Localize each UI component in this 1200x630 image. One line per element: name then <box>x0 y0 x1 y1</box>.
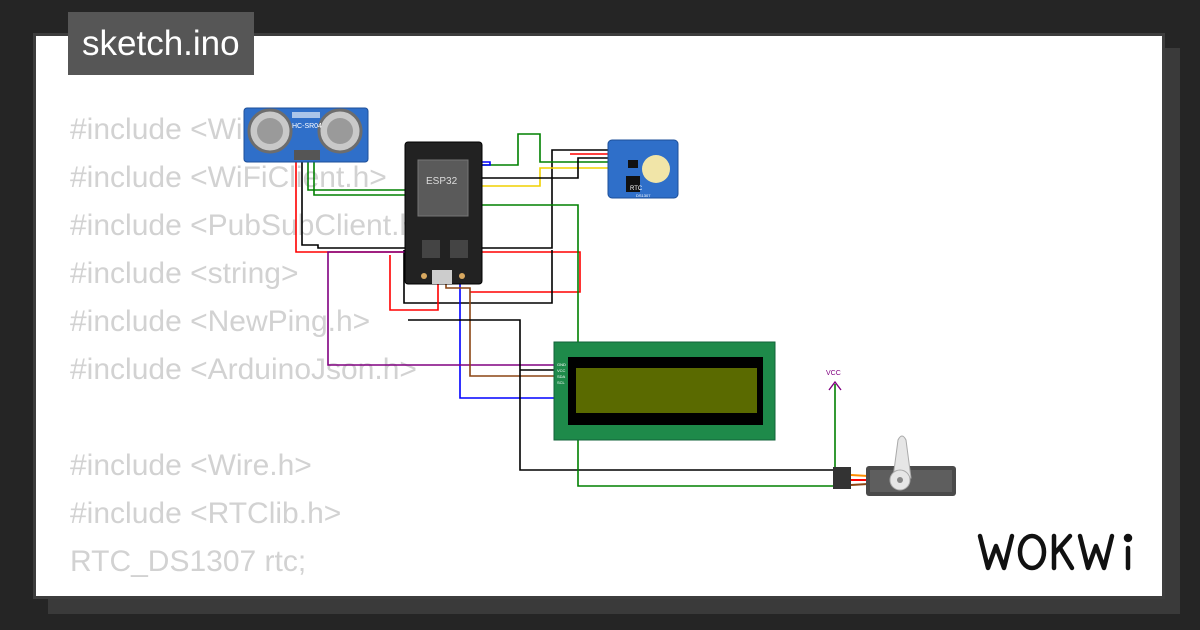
ultrasonic-sensor: HC-SR04 <box>243 107 369 163</box>
code-line: #include <WiFiClient.h> <box>70 161 387 194</box>
rtc-chip-label: DS1307 <box>636 193 651 198</box>
wire-black <box>403 250 553 304</box>
wire-red <box>295 160 581 293</box>
wire-green <box>313 160 408 196</box>
vcc-label: VCC <box>826 370 841 377</box>
code-line: #include <string> <box>70 257 299 290</box>
wire-black <box>480 157 612 179</box>
esp32-label: ESP32 <box>426 176 458 187</box>
code-line: RTC_DS1307 rtc; <box>70 545 307 578</box>
wokwi-logo <box>977 533 1133 571</box>
lcd-pin-label: SCL <box>557 380 566 385</box>
wire-black <box>301 149 612 249</box>
lcd-pin-label: GND <box>557 362 566 367</box>
lcd-display: GND VCC SDA SCL <box>553 341 776 441</box>
lcd-pin-label: VCC <box>557 368 566 373</box>
wire-purple <box>327 251 555 366</box>
code-line: #include <ArduinoJson.h> <box>70 353 417 386</box>
wire-black <box>408 319 835 471</box>
wire-yellow <box>480 167 612 187</box>
rtc-module: RTC DS1307 <box>607 139 679 199</box>
ultrasonic-model-label: HC-SR04 <box>292 123 322 130</box>
lcd-pin-label: SDA <box>557 374 566 379</box>
code-line: #include <PubSubClient.h> <box>70 209 434 242</box>
esp32-board: ESP32 <box>404 141 483 285</box>
vcc-symbol: VCC <box>826 370 842 391</box>
code-line: #include <Wire.h> <box>70 449 312 482</box>
file-tab: sketch.ino <box>68 12 254 75</box>
servo-motor <box>833 435 956 496</box>
code-line: #include <RTClib.h> <box>70 497 342 530</box>
wire-green <box>480 133 612 166</box>
wire-green <box>307 160 408 191</box>
rtc-label: RTC <box>630 186 643 192</box>
code-line: #include <NewPing.h> <box>70 305 371 338</box>
